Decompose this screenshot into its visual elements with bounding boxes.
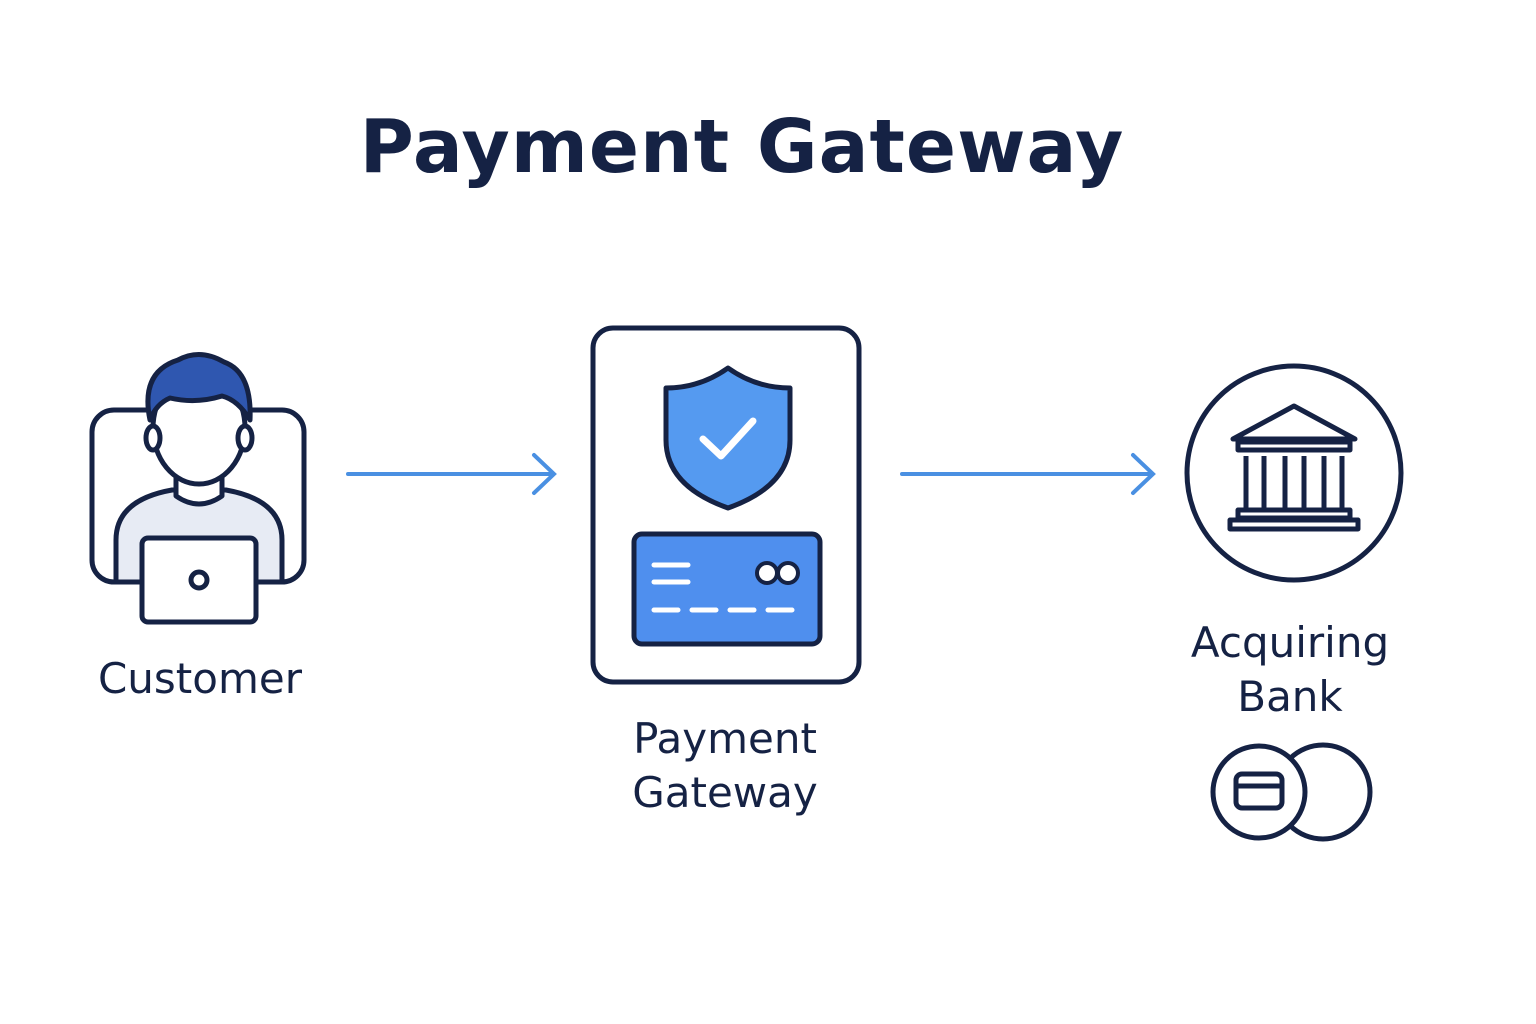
credit-card-icon bbox=[631, 531, 823, 647]
shield-check-icon bbox=[663, 365, 793, 511]
customer-label: Customer bbox=[97, 654, 302, 703]
card-coins-icon bbox=[1210, 742, 1373, 842]
customer-laptop-icon bbox=[89, 352, 307, 625]
bank-building-icon bbox=[1184, 363, 1404, 583]
arrow-gateway-to-bank bbox=[900, 453, 1156, 495]
arrow-customer-to-gateway bbox=[346, 453, 557, 495]
page-title: Payment Gateway bbox=[359, 104, 1125, 190]
bank-label: Acquiring Bank bbox=[1190, 618, 1390, 721]
gateway-label: Payment Gateway bbox=[632, 714, 818, 817]
